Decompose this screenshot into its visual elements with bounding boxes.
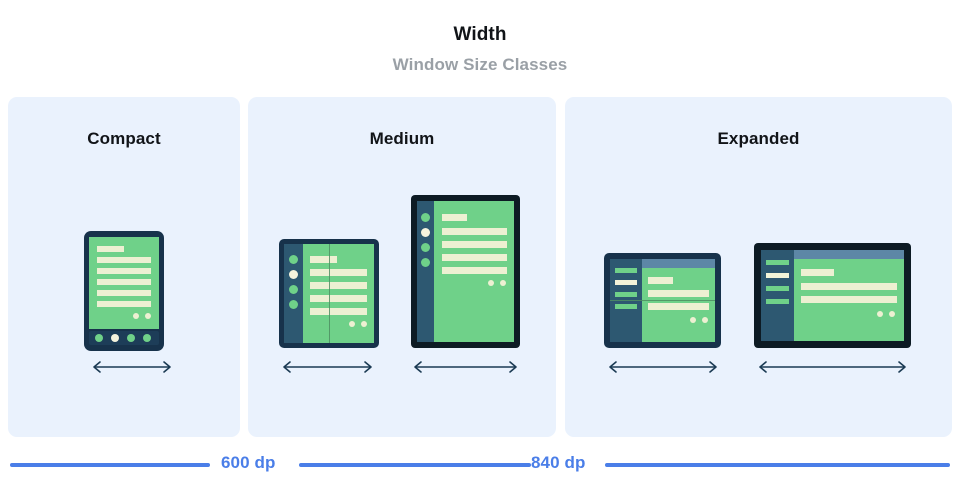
width-arrow-foldable-expanded: [604, 359, 722, 375]
device-foldable-expanded: [604, 253, 721, 348]
rail-dot: [289, 300, 298, 309]
tablet-screen: [434, 201, 514, 342]
panel-title-expanded: Expanded: [717, 129, 800, 148]
navigation-rail: [417, 201, 434, 342]
floating-dot: [488, 280, 494, 286]
content-bar: [442, 214, 467, 221]
rail-bar: [615, 292, 637, 297]
panel-compact: Compact: [8, 97, 240, 437]
nav-dot: [127, 334, 135, 342]
content-bar: [310, 256, 337, 263]
floating-dot: [889, 311, 895, 317]
width-arrow-tablet-expanded: [754, 359, 911, 375]
app-top-bar: [794, 250, 904, 259]
content-bar: [648, 303, 709, 310]
nav-dot: [95, 334, 103, 342]
device-tablet-medium: [411, 195, 520, 348]
content-bar: [442, 254, 507, 261]
content-bar: [310, 308, 367, 315]
fold-crease: [610, 300, 715, 301]
rail-bar-active: [766, 273, 789, 278]
panel-medium: Medium: [248, 97, 556, 437]
content-bar: [97, 290, 151, 296]
content-bar: [442, 267, 507, 274]
content-bar: [97, 268, 151, 274]
content-bar: [310, 282, 367, 289]
rail-dot: [289, 255, 298, 264]
nav-dot: [143, 334, 151, 342]
rail-dot: [421, 213, 430, 222]
nav-dot-active: [111, 334, 119, 342]
content-bar: [442, 241, 507, 248]
rail-bar: [766, 299, 789, 304]
content-bar: [97, 279, 151, 285]
content-bar: [97, 257, 151, 263]
panel-title-medium: Medium: [369, 129, 435, 148]
breakpoint-rule-middle: [299, 463, 531, 467]
navigation-rail: [761, 250, 794, 341]
panel-title-compact: Compact: [87, 129, 161, 148]
phone-screen: [89, 237, 159, 329]
phone-navigation-bar: [89, 331, 159, 345]
rail-bar: [615, 304, 637, 309]
breakpoint-rule-right: [605, 463, 950, 467]
navigation-rail: [284, 244, 303, 343]
breakpoint-label-840: 840 dp: [531, 453, 586, 472]
page-subtitle: Window Size Classes: [392, 55, 568, 74]
content-bar: [97, 301, 151, 307]
floating-dot: [133, 313, 139, 319]
content-bar: [310, 295, 367, 302]
floating-dot: [349, 321, 355, 327]
device-foldable-medium: [279, 239, 379, 348]
floating-dot: [361, 321, 367, 327]
floating-dot: [702, 317, 708, 323]
app-top-bar: [642, 259, 715, 268]
content-bar: [310, 269, 367, 276]
floating-dot: [690, 317, 696, 323]
content-bar: [801, 269, 834, 276]
rail-dot: [421, 243, 430, 252]
floating-dot: [500, 280, 506, 286]
floating-dot: [145, 313, 151, 319]
device-tablet-expanded: [754, 243, 911, 348]
rail-dot: [289, 285, 298, 294]
width-arrow-foldable-medium: [278, 359, 377, 375]
rail-bar: [615, 268, 637, 273]
device-phone-compact: [84, 231, 164, 351]
tablet-screen: [794, 259, 904, 341]
fold-crease: [329, 244, 330, 343]
content-bar: [97, 246, 124, 252]
foldable-screen: [642, 268, 715, 342]
floating-dot: [877, 311, 883, 317]
page-title: Width: [453, 24, 507, 45]
rail-bar-active: [615, 280, 637, 285]
content-bar: [648, 277, 673, 284]
breakpoint-label-600: 600 dp: [221, 453, 276, 472]
rail-dot: [421, 258, 430, 267]
content-bar: [801, 296, 897, 303]
rail-bar: [766, 286, 789, 291]
rail-bar: [766, 260, 789, 265]
rail-dot-active: [421, 228, 430, 237]
rail-dot-active: [289, 270, 298, 279]
content-bar: [801, 283, 897, 290]
panel-expanded: Expanded: [565, 97, 952, 437]
width-arrow-compact: [88, 359, 176, 375]
foldable-screen: [303, 244, 374, 343]
breakpoint-rule-left: [10, 463, 210, 467]
content-bar: [648, 290, 709, 297]
width-arrow-tablet-medium: [409, 359, 522, 375]
content-bar: [442, 228, 507, 235]
